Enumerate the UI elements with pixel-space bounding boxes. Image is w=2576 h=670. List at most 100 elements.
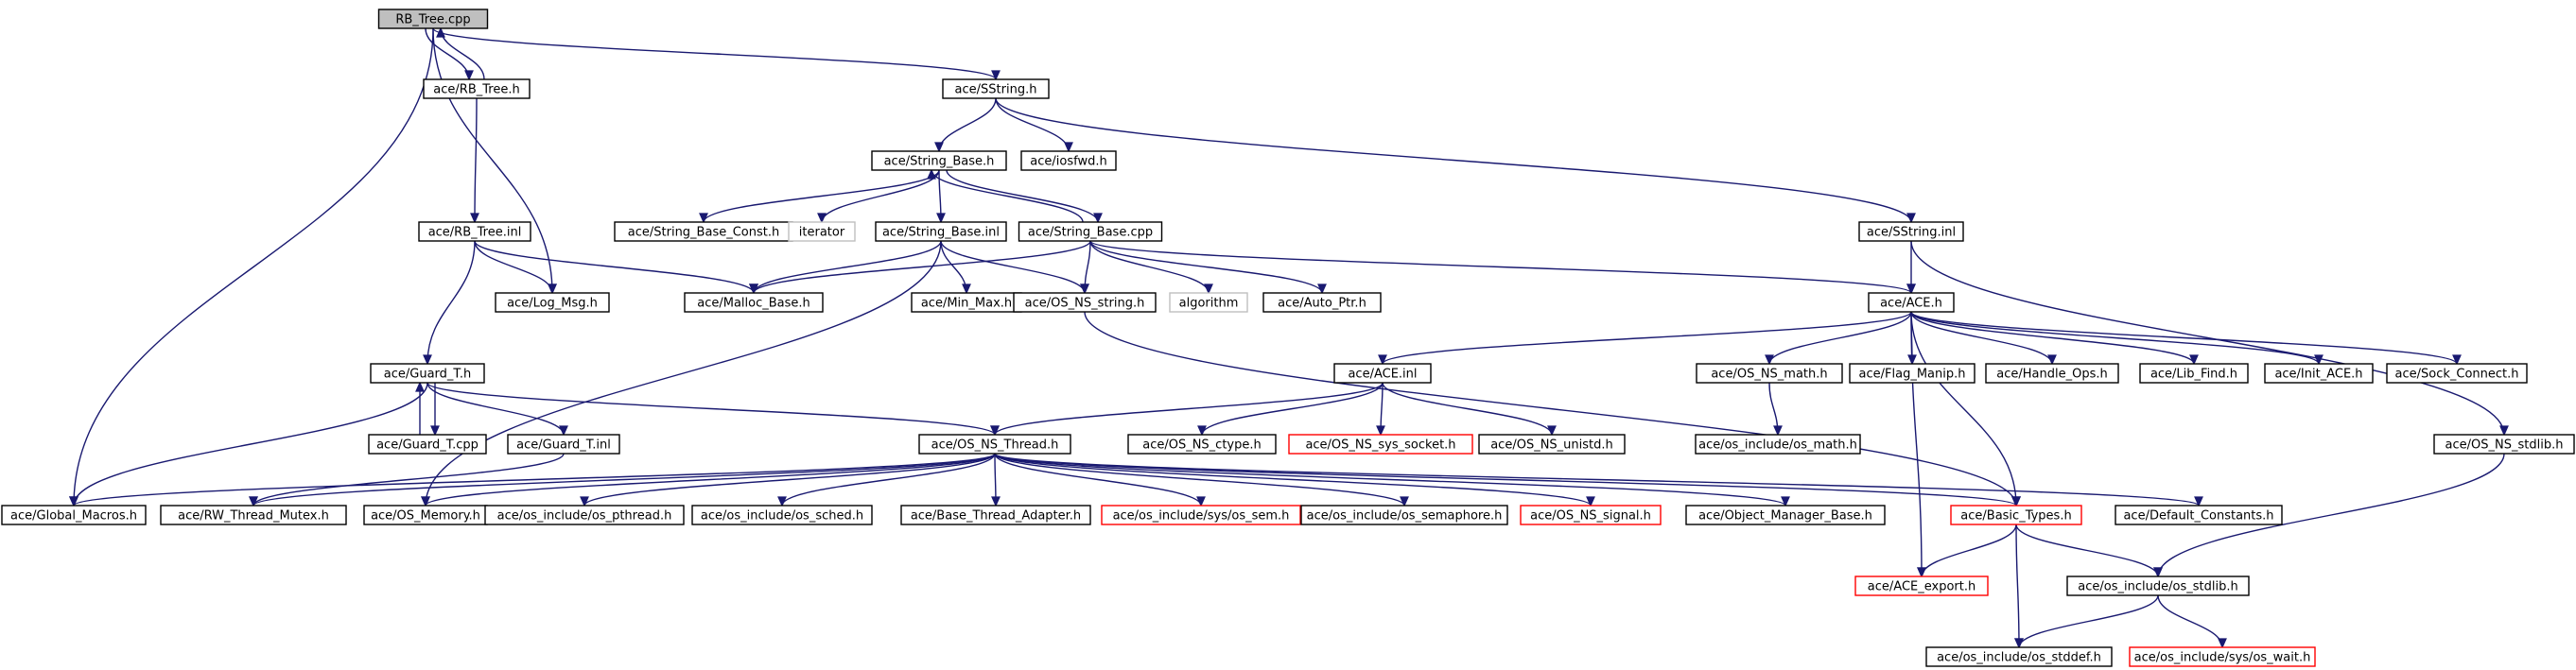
arrowhead-icon	[464, 70, 474, 81]
node-label: ace/Log_Msg.h	[507, 297, 598, 311]
node-os_pthread_h[interactable]: ace/os_include/os_pthread.h	[484, 505, 685, 525]
edge-line	[995, 97, 1912, 223]
arrowhead-icon	[990, 425, 1000, 437]
node-ace_inl[interactable]: ace/ACE.inl	[1333, 363, 1432, 384]
node-os_ns_signal_h[interactable]: ace/OS_NS_signal.h	[1520, 505, 1662, 525]
node-label: ace/Malloc_Base.h	[697, 297, 810, 311]
node-ace_export_h[interactable]: ace/ACE_export.h	[1854, 576, 1989, 596]
node-min_max_h[interactable]: ace/Min_Max.h	[911, 292, 1022, 313]
node-os_sched_h[interactable]: ace/os_include/os_sched.h	[691, 505, 873, 525]
node-os_ns_unistd_h[interactable]: ace/OS_NS_unistd.h	[1478, 434, 1626, 455]
node-os_ns_string_h[interactable]: ace/OS_NS_string.h	[1013, 292, 1157, 313]
node-label: ace/OS_NS_sys_socket.h	[1305, 438, 1455, 453]
node-malloc_base_h[interactable]: ace/Malloc_Base.h	[684, 292, 824, 313]
node-basic_types_h[interactable]: ace/Basic_Types.h	[1950, 505, 2082, 525]
node-os_ns_math_h[interactable]: ace/OS_NS_math.h	[1696, 363, 1843, 384]
node-rw_thread_mutex_h[interactable]: ace/RW_Thread_Mutex.h	[160, 505, 347, 525]
node-default_constants_h[interactable]: ace/Default_Constants.h	[2115, 505, 2283, 525]
node-os_wait_h[interactable]: ace/os_include/sys/os_wait.h	[2129, 646, 2316, 667]
edge-line	[73, 27, 434, 507]
node-sock_connect_h[interactable]: ace/Sock_Connect.h	[2386, 363, 2528, 384]
node-lib_find_h[interactable]: ace/Lib_Find.h	[2139, 363, 2249, 384]
edge-os_ns_thread_h-to-os_ns_signal_h	[994, 453, 1595, 507]
node-label: ace/Flag_Manip.h	[1859, 368, 1966, 382]
node-guard_t_cpp[interactable]: ace/Guard_T.cpp	[368, 434, 487, 455]
node-box	[1, 505, 147, 525]
node-ace_h[interactable]: ace/ACE.h	[1868, 292, 1955, 313]
node-box	[1013, 292, 1157, 313]
edge-string_base_inl-to-malloc_base_h	[749, 240, 942, 295]
edge-line	[1201, 382, 1384, 436]
node-guard_t_h[interactable]: ace/Guard_T.h	[370, 363, 485, 384]
node-box	[2129, 646, 2316, 667]
edge-ace_inl-to-os_ns_sys_socket_h	[1376, 382, 1385, 437]
edge-os_ns_thread_h-to-default_constants_h	[994, 453, 2203, 507]
edge-basic_types_h-to-ace_export_h	[1917, 524, 2017, 578]
node-base_thread_adapter_h[interactable]: ace/Base_Thread_Adapter.h	[900, 505, 1091, 525]
node-os_semaphore_h[interactable]: ace/os_include/os_semaphore.h	[1300, 505, 1508, 525]
edge-ace_inl-to-os_ns_ctype_h	[1197, 382, 1384, 437]
node-iosfwd_h[interactable]: ace/iosfwd.h	[1020, 150, 1117, 171]
edge-line	[1910, 240, 2505, 436]
node-string_base_const_h[interactable]: ace/String_Base_Const.h	[614, 221, 793, 242]
node-label: ace/Default_Constants.h	[2123, 509, 2273, 524]
arrowhead-icon	[749, 283, 758, 295]
node-global_macros_h[interactable]: ace/Global_Macros.h	[1, 505, 147, 525]
edge-os_ns_thread_h-to-os_memory_h	[421, 453, 996, 507]
edge-line	[994, 453, 2017, 507]
arrowhead-icon	[699, 213, 708, 224]
node-init_ace_h[interactable]: ace/Init_ACE.h	[2264, 363, 2374, 384]
edge-line	[994, 453, 2200, 507]
edge-line	[1089, 240, 1912, 294]
node-guard_t_inl[interactable]: ace/Guard_T.inl	[507, 434, 620, 455]
arrowhead-icon	[2153, 567, 2163, 578]
edge-line	[1910, 311, 2195, 365]
arrowhead-icon	[1093, 213, 1103, 224]
node-box	[418, 221, 531, 242]
edge-line	[1382, 382, 1553, 436]
node-os_memory_h[interactable]: ace/OS_Memory.h	[363, 505, 488, 525]
node-rbtree_cpp[interactable]: RB_Tree.cpp	[377, 9, 489, 29]
node-os_stdlib_h[interactable]: ace/os_include/os_stdlib.h	[2066, 576, 2250, 596]
node-os_ns_ctype_h[interactable]: ace/OS_NS_ctype.h	[1127, 434, 1277, 455]
node-string_base_h[interactable]: ace/String_Base.h	[871, 150, 1007, 171]
arrowhead-icon	[430, 425, 440, 437]
edge-ace_h-to-handle_ops_h	[1910, 311, 2057, 366]
node-object_manager_base_h[interactable]: ace/Object_Manager_Base.h	[1685, 505, 1886, 525]
node-os_stddef_h[interactable]: ace/os_include/os_stddef.h	[1925, 646, 2113, 667]
edge-line	[2157, 453, 2505, 577]
node-box	[1018, 221, 1163, 242]
node-rbtree_inl[interactable]: ace/RB_Tree.inl	[418, 221, 531, 242]
node-os_ns_sys_socket_h[interactable]: ace/OS_NS_sys_socket.h	[1288, 434, 1473, 455]
node-auto_ptr_h[interactable]: ace/Auto_Ptr.h	[1262, 292, 1382, 313]
node-label: ace/Guard_T.cpp	[376, 438, 479, 453]
edge-guard_t_cpp-to-guard_t_h	[415, 381, 425, 435]
node-rbtree_h[interactable]: ace/RB_Tree.h	[423, 78, 531, 99]
node-box	[1262, 292, 1382, 313]
node-string_base_inl[interactable]: ace/String_Base.inl	[875, 221, 1007, 242]
node-os_sem_h[interactable]: ace/os_include/sys/os_sem.h	[1101, 505, 1301, 525]
node-box	[160, 505, 347, 525]
node-label: ace/os_include/os_pthread.h	[497, 509, 672, 524]
node-box	[788, 221, 856, 242]
arrowhead-icon	[2011, 496, 2021, 507]
node-log_msg_h[interactable]: ace/Log_Msg.h	[495, 292, 610, 313]
edge-os_ns_thread_h-to-os_semaphore_h	[994, 453, 1409, 507]
node-sstring_inl[interactable]: ace/SString.inl	[1858, 221, 1964, 242]
node-flag_manip_h[interactable]: ace/Flag_Manip.h	[1849, 363, 1976, 384]
edge-ace_inl-to-os_ns_unistd_h	[1382, 382, 1557, 437]
node-label: ace/os_include/os_stddef.h	[1937, 651, 2101, 665]
node-label: ace/os_include/sys/os_wait.h	[2134, 651, 2311, 665]
edge-os_ns_thread_h-to-os_pthread_h	[580, 453, 996, 507]
node-label: ace/String_Base_Const.h	[628, 226, 779, 240]
edge-rbtree_inl-to-log_msg_h	[474, 240, 557, 295]
node-handle_ops_h[interactable]: ace/Handle_Ops.h	[1985, 363, 2119, 384]
node-os_math_h[interactable]: ace/os_include/os_math.h	[1695, 434, 1861, 455]
node-os_ns_stdlib_h[interactable]: ace/OS_NS_stdlib.h	[2433, 434, 2575, 455]
node-os_ns_thread_h[interactable]: ace/OS_NS_Thread.h	[918, 434, 1071, 455]
node-label: ace/Object_Manager_Base.h	[1698, 509, 1872, 524]
node-sstring_h[interactable]: ace/SString.h	[942, 78, 1050, 99]
node-string_base_cpp[interactable]: ace/String_Base.cpp	[1018, 221, 1163, 242]
edge-line	[1089, 240, 1323, 294]
node-label: RB_Tree.cpp	[395, 13, 470, 27]
